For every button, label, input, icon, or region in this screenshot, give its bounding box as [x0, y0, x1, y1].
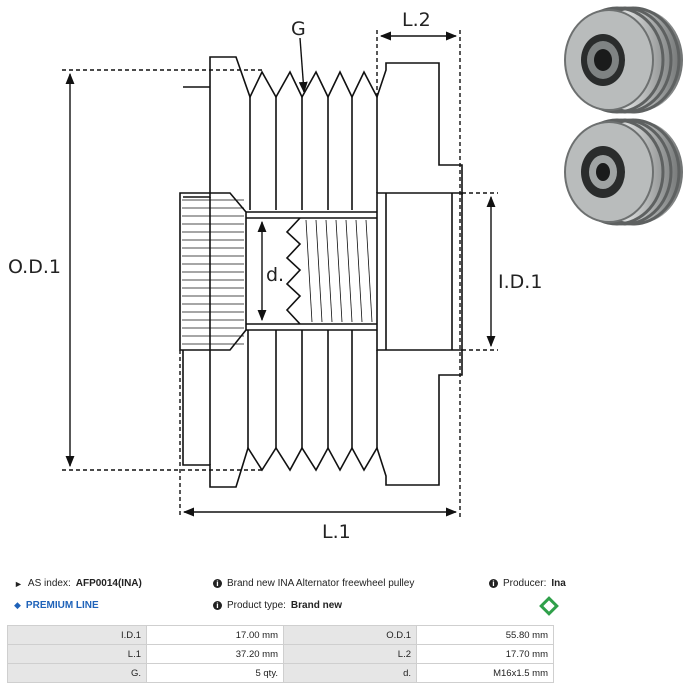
spec-key: L.1: [7, 644, 147, 664]
table-row: G. 5 qty. d. M16x1.5 mm: [7, 663, 554, 683]
product-type-label: Product type:: [227, 600, 286, 611]
spec-value: 37.20 mm: [146, 644, 284, 664]
spline-hub: [179, 192, 247, 351]
right-hub: [376, 192, 463, 351]
tag-icon: ►: [14, 578, 23, 589]
description-row: i Brand new INA Alternator freewheel pul…: [213, 578, 414, 589]
pulley-outline-top: [183, 56, 463, 198]
description-text: Brand new INA Alternator freewheel pulle…: [227, 578, 415, 589]
product-photo-top: [564, 6, 683, 114]
spec-value: 17.00 mm: [146, 625, 284, 645]
product-type-value: Brand new: [290, 600, 343, 611]
ina-logo-icon: [539, 596, 559, 616]
od-label: O.D.1: [8, 256, 61, 278]
spec-key: d.: [283, 663, 417, 683]
premium-line-label: PREMIUM LINE: [25, 600, 99, 611]
spec-key: I.D.1: [7, 625, 147, 645]
thread-zigzag: [285, 217, 302, 325]
as-index-label: AS index:: [27, 578, 71, 589]
spec-table: I.D.1 17.00 mm O.D.1 55.80 mm L.1 37.20 …: [7, 625, 554, 683]
producer-row: i Producer: Ina: [489, 578, 566, 589]
spec-key: G.: [7, 663, 147, 683]
product-type-row: i Product type: Brand new: [213, 600, 342, 611]
table-row: L.1 37.20 mm L.2 17.70 mm: [7, 644, 554, 664]
as-index-row: ► AS index: AFP0014(INA): [14, 578, 142, 589]
groove-lines: [247, 97, 378, 448]
technical-drawing: O.D.1 I.D.1 L.1 L.2 G d.: [8, 9, 542, 543]
d-label: d.: [266, 264, 284, 286]
g-leader: [298, 37, 308, 94]
product-photo-bottom: [564, 118, 683, 226]
spec-value: M16x1.5 mm: [416, 663, 554, 683]
spec-key: O.D.1: [283, 625, 417, 645]
producer-label: Producer:: [503, 578, 547, 589]
spec-value: 5 qty.: [146, 663, 284, 683]
spec-key: L.2: [283, 644, 417, 664]
table-row: I.D.1 17.00 mm O.D.1 55.80 mm: [7, 625, 554, 645]
producer-value: Ina: [551, 578, 566, 589]
premium-row: ◆ PREMIUM LINE: [14, 600, 99, 611]
pulley-outline-bottom: [182, 350, 463, 488]
info-icon: i: [213, 579, 222, 588]
info-icon: i: [489, 579, 498, 588]
g-label: G: [291, 18, 306, 40]
as-index-value: AFP0014(INA): [75, 578, 142, 589]
l2-label: L.2: [402, 9, 431, 31]
id-label: I.D.1: [498, 271, 542, 293]
spec-value: 17.70 mm: [416, 644, 554, 664]
l1-label: L.1: [322, 521, 351, 543]
diamond-icon: ◆: [14, 600, 21, 610]
spec-value: 55.80 mm: [416, 625, 554, 645]
info-icon: i: [213, 601, 222, 610]
